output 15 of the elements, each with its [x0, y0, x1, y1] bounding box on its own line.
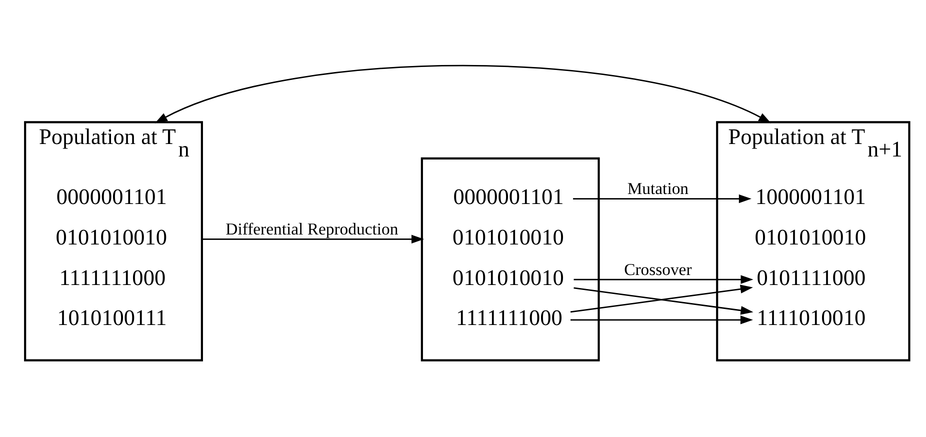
node-text: 0101010010 — [754, 224, 866, 250]
node-text: 0101111000 — [756, 264, 866, 290]
node-text: 1111111000 — [59, 264, 166, 290]
node-text: 0101010010 — [452, 224, 564, 250]
node-text: 1000001101 — [755, 184, 866, 210]
node-text: 1111111000 — [456, 305, 562, 330]
node-text: 1111010010 — [756, 305, 866, 330]
node-text: 0000001101 — [56, 184, 167, 210]
node-text: 1010100111 — [57, 305, 167, 330]
edge-label: Crossover — [624, 260, 692, 279]
node-text: 0101010010 — [56, 224, 168, 250]
node-text: 0101010010 — [452, 264, 564, 290]
node-text: 0000001101 — [453, 184, 564, 210]
edge-label: Differential Reproduction — [226, 219, 398, 238]
edge-label: Mutation — [627, 179, 689, 198]
